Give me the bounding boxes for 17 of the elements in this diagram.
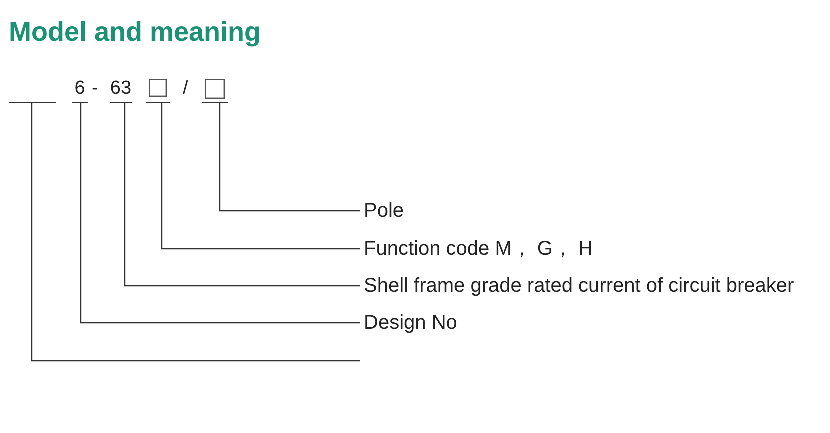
separator: - [92, 78, 98, 100]
underlined-code: 63 [110, 78, 132, 103]
underlined-square [202, 79, 228, 104]
leader-line [124, 103, 360, 287]
heading: Model and meaning [9, 16, 262, 49]
underlined-code: 6 [72, 78, 88, 103]
description-label: Shell frame grade rated current of circuit breaker [360, 274, 794, 298]
separator: / [183, 78, 188, 100]
leader-line [219, 103, 360, 212]
description-label: Function code M， G， H [360, 237, 593, 261]
leader-line [80, 103, 360, 324]
leader-line [161, 103, 360, 250]
description-label: Design No [360, 311, 458, 335]
underline [9, 102, 56, 104]
leader-line [31, 103, 360, 362]
description-label: Pole [360, 199, 404, 223]
underlined-square [146, 79, 170, 104]
